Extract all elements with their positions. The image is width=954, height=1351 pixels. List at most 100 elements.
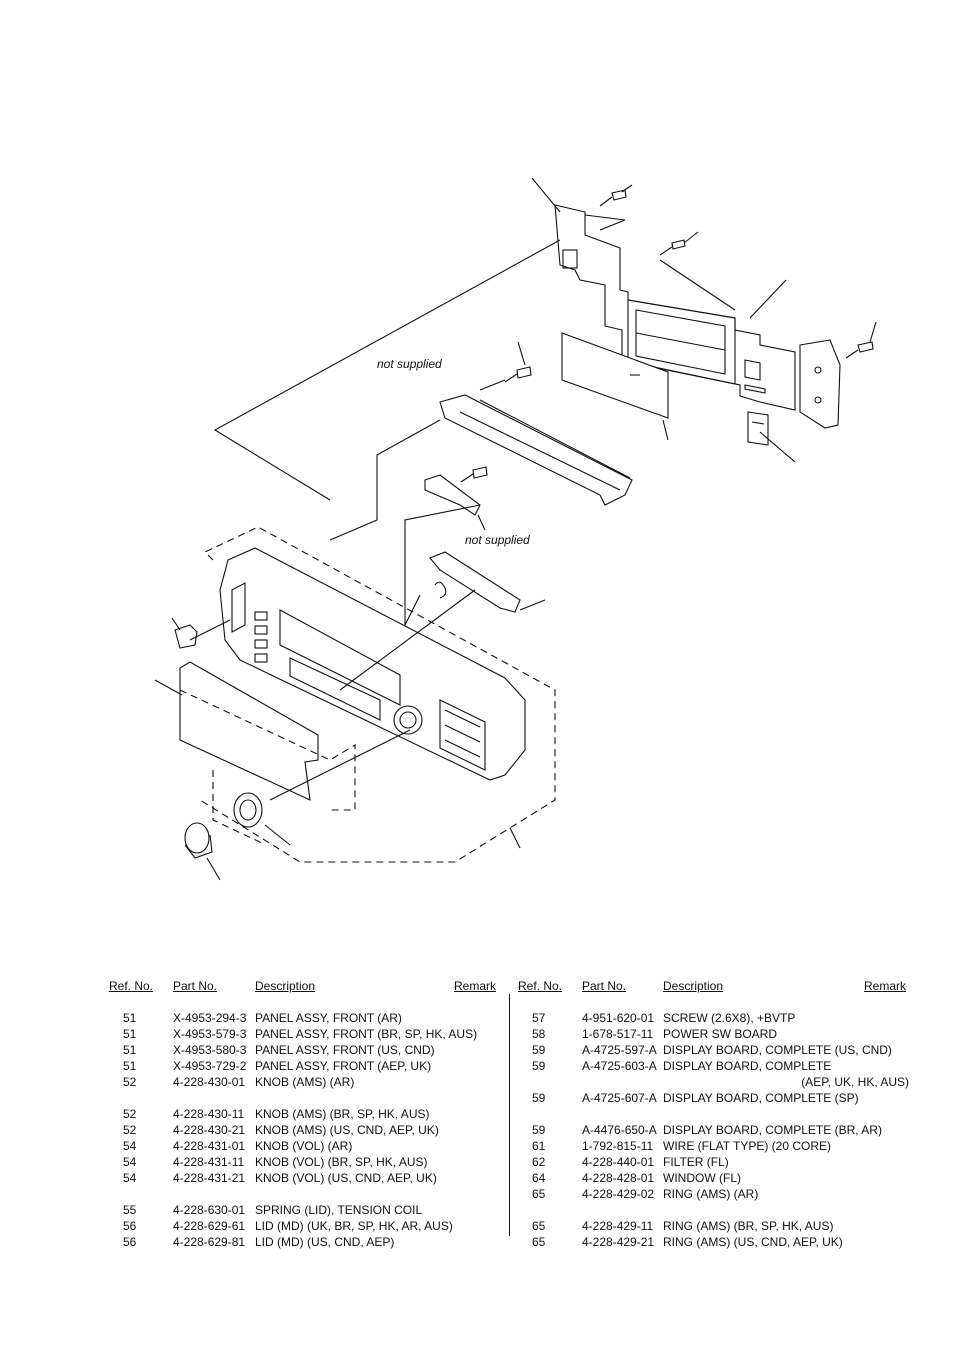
exploded-view-diagram <box>154 177 877 881</box>
table-row: 51 X-4953-579-3 PANEL ASSY, FRONT (BR, SP,… <box>109 1026 499 1042</box>
description-cell: LID (MD) (UK, BR, SP, HK, AR, AUS) <box>255 1219 453 1233</box>
part-no-cell: X-4953-294-3 <box>173 1011 247 1025</box>
table-row: 51 X-4953-294-3 PANEL ASSY, FRONT (AR) <box>109 1010 499 1026</box>
part-no-cell: 4-228-630-01 <box>173 1203 246 1217</box>
display-board <box>554 204 796 411</box>
ref-no-cell: 51 <box>123 1027 137 1041</box>
ref-no-cell: 59 <box>532 1091 546 1105</box>
part-no-cell: A-4725-597-A <box>582 1043 657 1057</box>
ref-no-cell: 51 <box>123 1011 137 1025</box>
part-no-cell: 4-228-431-11 <box>173 1155 245 1169</box>
table-row: 59 A-4725-607-A DISPLAY BOARD, COMPLETE (S… <box>518 1090 913 1106</box>
description-cell: RING (AMS) (BR, SP, HK, AUS) <box>663 1219 834 1233</box>
description-cell: KNOB (AMS) (US, CND, AEP, UK) <box>255 1123 439 1137</box>
part-no-cell: 4-228-429-02 <box>582 1187 655 1201</box>
ref-no-cell: 51 <box>123 1043 137 1057</box>
description-cell: WIRE (FLAT TYPE) (20 CORE) <box>663 1139 832 1153</box>
description-cell: FILTER (FL) <box>663 1155 729 1169</box>
part-no-cell: A-4725-603-A <box>582 1059 657 1073</box>
table-row: 54 4-228-431-01 KNOB (VOL) (AR) <box>109 1138 499 1154</box>
ref-no-cell: 59 <box>532 1059 546 1073</box>
ring-ams <box>233 792 263 828</box>
description-cell: POWER SW BOARD <box>663 1027 778 1041</box>
part-no-cell: X-4953-580-3 <box>173 1043 247 1057</box>
part-no-cell: 4-228-430-11 <box>173 1107 245 1121</box>
part-no-cell: 1-792-815-11 <box>582 1139 654 1153</box>
description-cell: KNOB (VOL) (US, CND, AEP, UK) <box>255 1171 437 1185</box>
ref-no-cell: 54 <box>123 1155 137 1169</box>
part-no-cell: 4-228-629-61 <box>173 1219 246 1233</box>
ref-no-cell: 65 <box>532 1219 546 1233</box>
ref-no-cell: 59 <box>532 1043 546 1057</box>
description-cell: KNOB (VOL) (BR, SP, HK, AUS) <box>255 1155 428 1169</box>
description-cell: KNOB (AMS) (BR, SP, HK, AUS) <box>255 1107 430 1121</box>
part-no-cell: 1-678-517-11 <box>582 1027 654 1041</box>
not-supplied-label: not supplied <box>465 533 530 547</box>
part-no-cell: 4-228-629-81 <box>173 1235 246 1249</box>
part-no-cell: 4-228-440-01 <box>582 1155 655 1169</box>
assembly-boundary <box>179 526 556 863</box>
description-cell: PANEL ASSY, FRONT (BR, SP, HK, AUS) <box>255 1027 478 1041</box>
ref-no-cell: 61 <box>532 1139 546 1153</box>
part-no-cell: 4-228-429-21 <box>582 1235 655 1249</box>
ref-no-cell: 56 <box>123 1219 137 1233</box>
description-header: Description <box>663 979 724 993</box>
description-cell: KNOB (VOL) (AR) <box>255 1139 353 1153</box>
table-header: Ref. No. Part No. Description Remark <box>109 978 499 994</box>
lid-md <box>179 661 319 801</box>
ref-no-cell: 65 <box>532 1187 546 1201</box>
description-cell: LID (MD) (US, CND, AEP) <box>255 1235 395 1249</box>
ref-no-cell: 64 <box>532 1171 546 1185</box>
ref-no-cell: 52 <box>123 1107 137 1121</box>
table-row: 52 4-228-430-11 KNOB (AMS) (BR, SP, HK, AU… <box>109 1106 499 1122</box>
ref-no-cell: 52 <box>123 1123 137 1137</box>
description-cell: RING (AMS) (AR) <box>663 1187 759 1201</box>
bracket-not-supplied <box>439 394 633 506</box>
ref-no-cell: 52 <box>123 1075 137 1089</box>
ref-no-cell: 59 <box>532 1123 546 1137</box>
part-no-header: Part No. <box>582 979 627 993</box>
ref-no-cell: 54 <box>123 1139 137 1153</box>
part-no-cell: 4-228-431-01 <box>173 1139 246 1153</box>
ref-no-header: Ref. No. <box>518 979 563 993</box>
knob-vol <box>184 822 213 859</box>
description-cell: (AEP, UK, HK, AUS) <box>801 1075 909 1089</box>
remark-header: Remark <box>454 979 497 993</box>
description-cell: KNOB (AMS) (AR) <box>255 1075 355 1089</box>
part-no-cell: X-4953-579-3 <box>173 1027 247 1041</box>
description-cell: RING (AMS) (US, CND, AEP, UK) <box>663 1235 843 1249</box>
wire-flat-type <box>747 411 769 446</box>
part-no-header: Part No. <box>173 979 218 993</box>
description-cell: DISPLAY BOARD, COMPLETE (SP) <box>663 1091 859 1105</box>
table-row: 59 A-4725-603-A DISPLAY BOARD, COMPLETE <box>518 1058 913 1074</box>
description-cell: DISPLAY BOARD, COMPLETE (US, CND) <box>663 1043 892 1057</box>
table-row: 54 4-228-431-11 KNOB (VOL) (BR, SP, HK, AU… <box>109 1154 499 1170</box>
description-cell: DISPLAY BOARD, COMPLETE <box>663 1059 832 1073</box>
description-cell: PANEL ASSY, FRONT (US, CND) <box>255 1043 435 1057</box>
description-cell: PANEL ASSY, FRONT (AEP, UK) <box>255 1059 432 1073</box>
filter-fl <box>561 332 669 419</box>
small-bracket <box>424 474 481 516</box>
part-no-cell: A-4725-607-A <box>582 1091 657 1105</box>
ref-no-cell: 62 <box>532 1155 546 1169</box>
description-cell: PANEL ASSY, FRONT (AR) <box>255 1011 402 1025</box>
power-sw-board <box>799 339 841 429</box>
table-row: 65 4-228-429-11 RING (AMS) (BR, SP, HK, AU… <box>518 1218 913 1234</box>
ref-no-cell: 51 <box>123 1059 137 1073</box>
table-header: Ref. No. Part No. Description Remark <box>518 978 913 994</box>
table-row: 59 A-4725-597-A DISPLAY BOARD, COMPLETE (U… <box>518 1042 913 1058</box>
table-row: 65 4-228-429-02 RING (AMS) (AR) <box>518 1186 913 1202</box>
part-no-cell: 4-228-429-11 <box>582 1219 654 1233</box>
knob-ams <box>174 624 198 649</box>
